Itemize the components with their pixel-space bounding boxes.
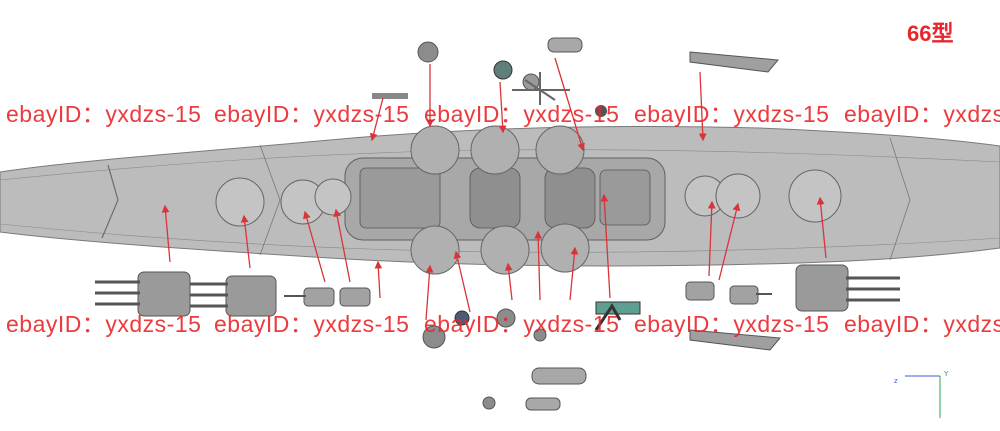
- fittings: [372, 37, 781, 411]
- secondary-turrets: [284, 281, 772, 307]
- turret-fore-1: [95, 271, 191, 317]
- watermark-text: ebayID：yxdzs-15: [6, 101, 202, 127]
- watermark-text: ebayID：yxdzs-15: [634, 311, 830, 337]
- watermark-text: ebayID：yxdzs-15: [424, 311, 620, 337]
- turret-aft: [795, 264, 900, 312]
- watermark-text: ebayID：yxdzs-15: [634, 101, 830, 127]
- model-type-label: 66型: [907, 21, 954, 46]
- axis-y-label: Y: [944, 370, 949, 378]
- watermark-text: ebayID：yxdzs-15: [844, 311, 1000, 337]
- watermark-text: ebayID：yxdzs-15: [214, 101, 410, 127]
- watermark-text: ebayID：yxdzs-15: [214, 311, 410, 337]
- deck-barbettes: [215, 169, 842, 227]
- main-turrets: [95, 264, 900, 317]
- watermark-text: ebayID：yxdzs-15: [844, 101, 1000, 127]
- axis-gizmo: [905, 375, 941, 418]
- watermark-text: ebayID：yxdzs-15: [424, 101, 620, 127]
- superstructure: [344, 125, 666, 275]
- watermark-text: ebayID：yxdzs-15: [6, 311, 202, 337]
- axis-z-label: z: [894, 377, 898, 385]
- turret-fore-2: [190, 275, 277, 317]
- assembly-arrows: [161, 57, 827, 321]
